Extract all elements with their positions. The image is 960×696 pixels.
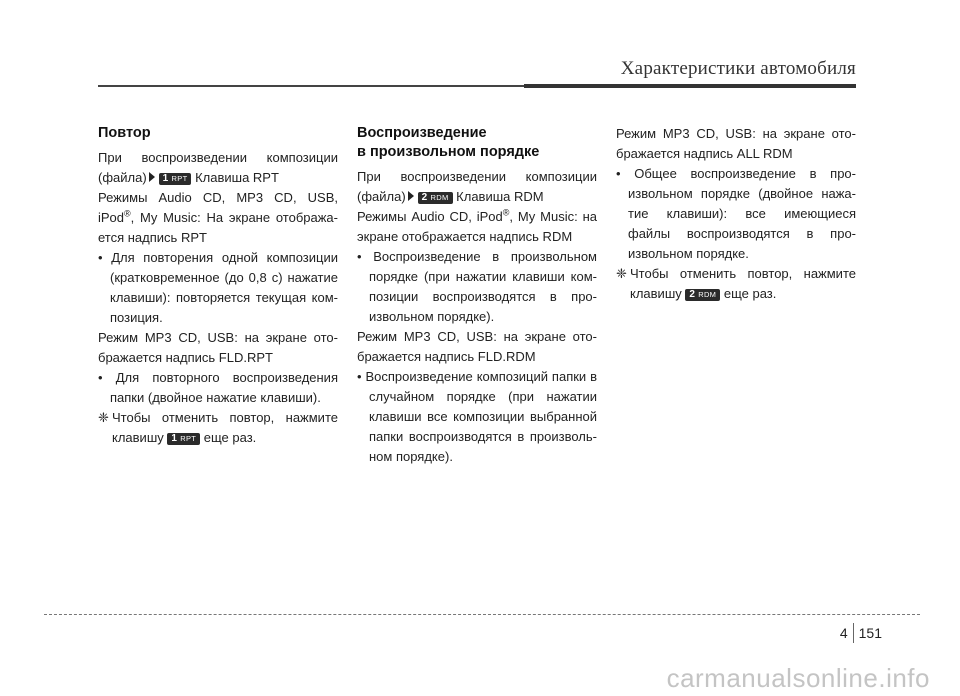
key-label: RPT bbox=[171, 174, 188, 183]
note-mark-icon: ❈ bbox=[98, 410, 109, 425]
note-text: Чтобы отменить повтор, нажмите клавишу bbox=[112, 410, 338, 445]
column-all-random: Режим MP3 CD, USB: на экране ото-бражает… bbox=[616, 124, 856, 304]
page-number: 4 151 bbox=[840, 623, 882, 643]
paragraph-text: Клавиша RDM bbox=[456, 189, 544, 204]
column-repeat: Повтор При воспроизведении композиции (ф… bbox=[98, 124, 338, 448]
paragraph: Режим MP3 CD, USB: на экране ото-бражает… bbox=[357, 329, 597, 364]
note-mark-icon: ❈ bbox=[616, 266, 627, 281]
paragraph: Режимы Audio CD, iPod®, My Music: на экр… bbox=[357, 207, 597, 247]
bullet-item: • Для повторения одной композиции (кратк… bbox=[98, 250, 338, 325]
page-number-value: 151 bbox=[858, 625, 882, 641]
bullet-item: • Для повторного воспроизведения папки (… bbox=[98, 370, 338, 405]
page-separator bbox=[852, 623, 854, 643]
paragraph: Режим MP3 CD, USB: на экране ото-бражает… bbox=[98, 330, 338, 365]
header-title: Характеристики автомобиля bbox=[620, 58, 856, 79]
paragraph-text: Режимы Audio CD, MP3 CD, USB, iPod bbox=[98, 190, 338, 225]
paragraph-text: При воспроизведении композиции (файла) bbox=[98, 150, 338, 185]
key-number: 1 bbox=[162, 173, 169, 184]
registered-mark: ® bbox=[124, 208, 131, 219]
key-number: 1 bbox=[171, 433, 178, 444]
arrow-right-icon bbox=[407, 191, 414, 201]
key-label: RDM bbox=[430, 193, 449, 202]
key-label: RPT bbox=[180, 434, 197, 443]
note-text: Чтобы отменить повтор, нажмите клавишу bbox=[630, 266, 856, 301]
note-text: еще раз. bbox=[723, 286, 777, 301]
paragraph-text: Режимы Audio CD, iPod bbox=[357, 209, 503, 224]
note-text: еще раз. bbox=[203, 430, 257, 445]
bullet-item: • Воспроизведение в произвольном порядке… bbox=[357, 249, 597, 324]
section-heading-repeat: Повтор bbox=[98, 125, 151, 141]
header-rule bbox=[98, 85, 856, 87]
paragraph-text: Клавиша RPT bbox=[195, 170, 279, 185]
heading-line: Воспроизведение bbox=[357, 125, 487, 141]
paragraph-text: , My Music: На экране отобража-ется надп… bbox=[98, 210, 338, 245]
key-number: 2 bbox=[421, 192, 428, 203]
section-heading-random: Воспроизведение в произвольном порядке bbox=[357, 124, 597, 162]
bullet-item: • Воспроизведение композиций папки в слу… bbox=[357, 369, 597, 464]
chapter-number: 4 bbox=[839, 625, 848, 641]
header-rule-accent bbox=[524, 84, 856, 88]
arrow-right-icon bbox=[148, 172, 155, 182]
note: ❈Чтобы отменить повтор, нажмите клавишу … bbox=[616, 264, 856, 304]
paragraph-text: , My Music: на экране отображается надпи… bbox=[357, 209, 597, 244]
paragraph: Режимы Audio CD, MP3 CD, USB, iPod®, My … bbox=[98, 188, 338, 248]
registered-mark: ® bbox=[502, 207, 510, 218]
paragraph-text: При воспроизведении композиции (файла) bbox=[357, 169, 597, 204]
footer-rule bbox=[44, 614, 920, 615]
key-number: 2 bbox=[689, 289, 696, 300]
heading-line: в произвольном порядке bbox=[357, 144, 540, 160]
key-label: RDM bbox=[698, 290, 717, 299]
watermark: carmanualsonline.info bbox=[666, 663, 930, 693]
bullet-item: • Общее воспроизведение в про-извольном … bbox=[616, 166, 856, 261]
column-random: Воспроизведение в произвольном порядке П… bbox=[357, 124, 597, 467]
paragraph: Режим MP3 CD, USB: на экране ото-бражает… bbox=[616, 126, 856, 161]
note: ❈Чтобы отменить повтор, нажмите клавишу … bbox=[98, 408, 338, 448]
